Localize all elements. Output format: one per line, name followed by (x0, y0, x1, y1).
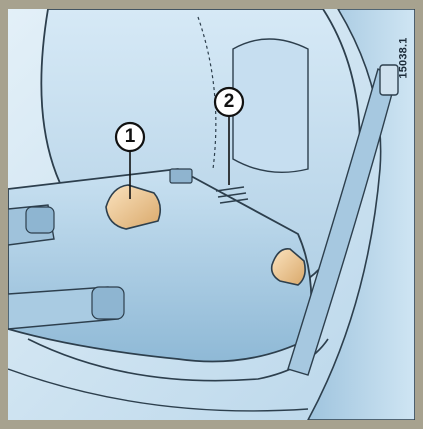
seat-drawing (8, 9, 415, 420)
callout-1-label: 1 (117, 124, 143, 150)
seat-back-panel (233, 39, 308, 172)
reference-code-text: 15038.1 (398, 37, 410, 78)
reference-code: 15038.1 (396, 23, 412, 93)
left-buckle-lower (92, 287, 124, 319)
callout-2-label: 2 (216, 89, 242, 115)
left-buckle-upper (26, 207, 54, 233)
rear-seat-illustration: 1 2 15038.1 (8, 9, 415, 420)
hinge-bracket (170, 169, 192, 183)
seat-lock-tab (106, 185, 160, 229)
